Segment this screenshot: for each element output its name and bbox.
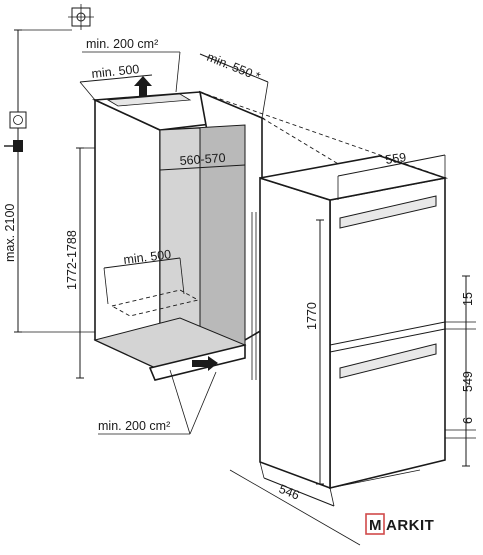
socket-icon [9, 111, 27, 129]
appliance-height-label: 1770 [305, 302, 319, 330]
niche-height-label: 1772-1788 [65, 230, 79, 290]
max-height-label: max. 2100 [3, 204, 17, 262]
logo-text: ARKIT [386, 517, 434, 534]
logo-letter: M [369, 517, 382, 534]
gap-bottom-label: 6 [461, 417, 475, 424]
plug-icon [4, 140, 23, 152]
top-depth-label: min. 500 [91, 62, 140, 81]
vent-top-label: min. 200 cm² [86, 37, 158, 51]
niche-width-label: 560-570 [179, 151, 226, 168]
cabinet-niche [91, 90, 266, 381]
vent-bottom-label: min. 200 cm² [98, 419, 170, 433]
niche-depth-label: min. 550 * [205, 50, 263, 84]
floor-depth-label: min. 500 [123, 247, 172, 267]
gap-top-label: 15 [461, 292, 475, 306]
crosshair-icon [68, 4, 94, 30]
air-flow-arrow-icon [134, 76, 218, 371]
markit-logo: M ARKIT [365, 513, 434, 535]
appliance-width-label: 559 [384, 150, 407, 167]
door-lower-label: 549 [461, 371, 475, 392]
fridge-appliance [251, 155, 449, 490]
